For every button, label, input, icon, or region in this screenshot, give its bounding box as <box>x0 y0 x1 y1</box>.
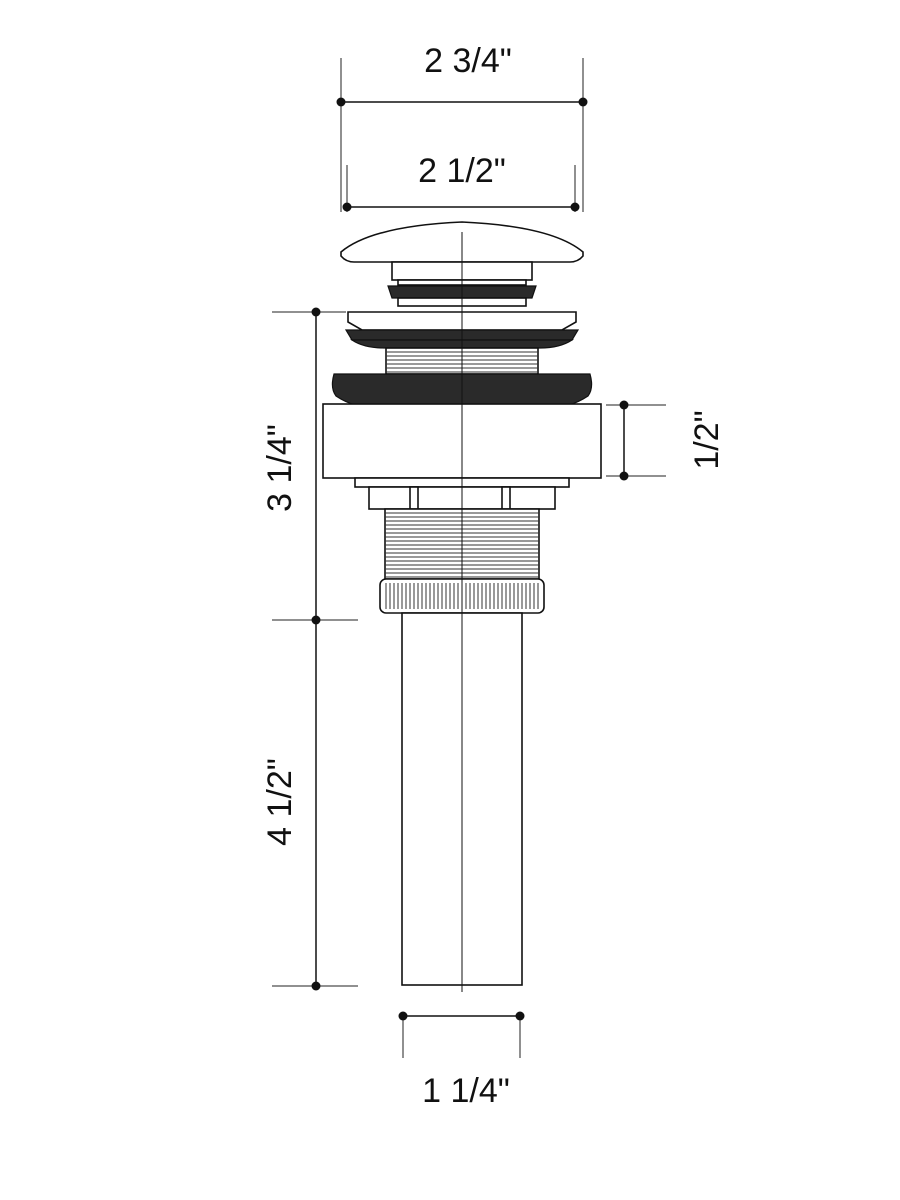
dimension-flange-height: 1/2" <box>606 400 726 481</box>
dimension-cap-width: 2 1/2" <box>342 152 580 212</box>
drain-assembly <box>322 221 602 992</box>
dimension-top-width: 2 3/4" <box>336 42 588 212</box>
dimension-label-body-height: 3 1/4" <box>261 424 299 512</box>
dimension-label-cap-width: 2 1/2" <box>418 152 506 190</box>
dimension-label-tail-height: 4 1/2" <box>261 758 299 846</box>
dimension-tail-width: 1 1/4" <box>398 1011 525 1110</box>
dimension-body-height: 3 1/4" <box>261 307 358 625</box>
dimension-label-flange-height: 1/2" <box>688 410 726 469</box>
dimension-label-top-width: 2 3/4" <box>424 42 512 80</box>
dimension-tail-height: 4 1/2" <box>261 620 358 991</box>
dimension-label-tail-width: 1 1/4" <box>422 1072 510 1110</box>
